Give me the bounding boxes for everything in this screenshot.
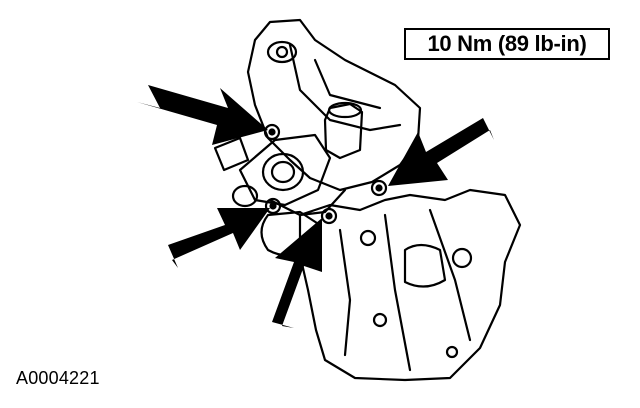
filler-neck — [323, 102, 364, 160]
block-bore — [359, 229, 377, 247]
lower-left-bolt-center — [269, 202, 277, 210]
block-rib — [338, 228, 352, 357]
lower-flange — [268, 188, 347, 217]
arrow-bottom — [272, 218, 322, 328]
block-rib-3 — [428, 208, 472, 342]
right-bolt-center — [375, 184, 383, 192]
upper-boss-hole — [275, 45, 289, 59]
upper-left-bolt-center — [268, 128, 276, 136]
block-bore-3 — [445, 345, 459, 359]
block-bore-4 — [372, 312, 388, 328]
filler-neck-top — [327, 101, 363, 119]
hose-stub-lower — [231, 184, 259, 208]
arrow-right — [388, 118, 494, 186]
outlet-opening-inner — [270, 160, 296, 184]
housing-ridge-2 — [313, 58, 382, 110]
block-bore-2 — [451, 247, 473, 269]
bottom-bolt — [320, 207, 338, 225]
engine-block — [298, 188, 522, 382]
arrow-lower-left — [168, 208, 270, 268]
figure-reference-id: A0004221 — [16, 368, 100, 388]
outlet-tube — [238, 133, 332, 207]
lower-left-bolt — [264, 197, 282, 215]
upper-boss — [266, 40, 298, 64]
upper-left-bolt — [263, 123, 281, 141]
block-cutout — [403, 243, 447, 288]
right-bolt — [370, 179, 388, 197]
arrow-upper-left — [137, 85, 268, 145]
outlet-opening — [261, 152, 305, 192]
housing-ridge — [288, 43, 402, 132]
bottom-bolt-center — [325, 212, 333, 220]
torque-spec-label: 10 Nm (89 lb-in) — [404, 28, 610, 60]
hose-stub-upper — [213, 136, 250, 172]
block-rib-2 — [383, 213, 412, 372]
